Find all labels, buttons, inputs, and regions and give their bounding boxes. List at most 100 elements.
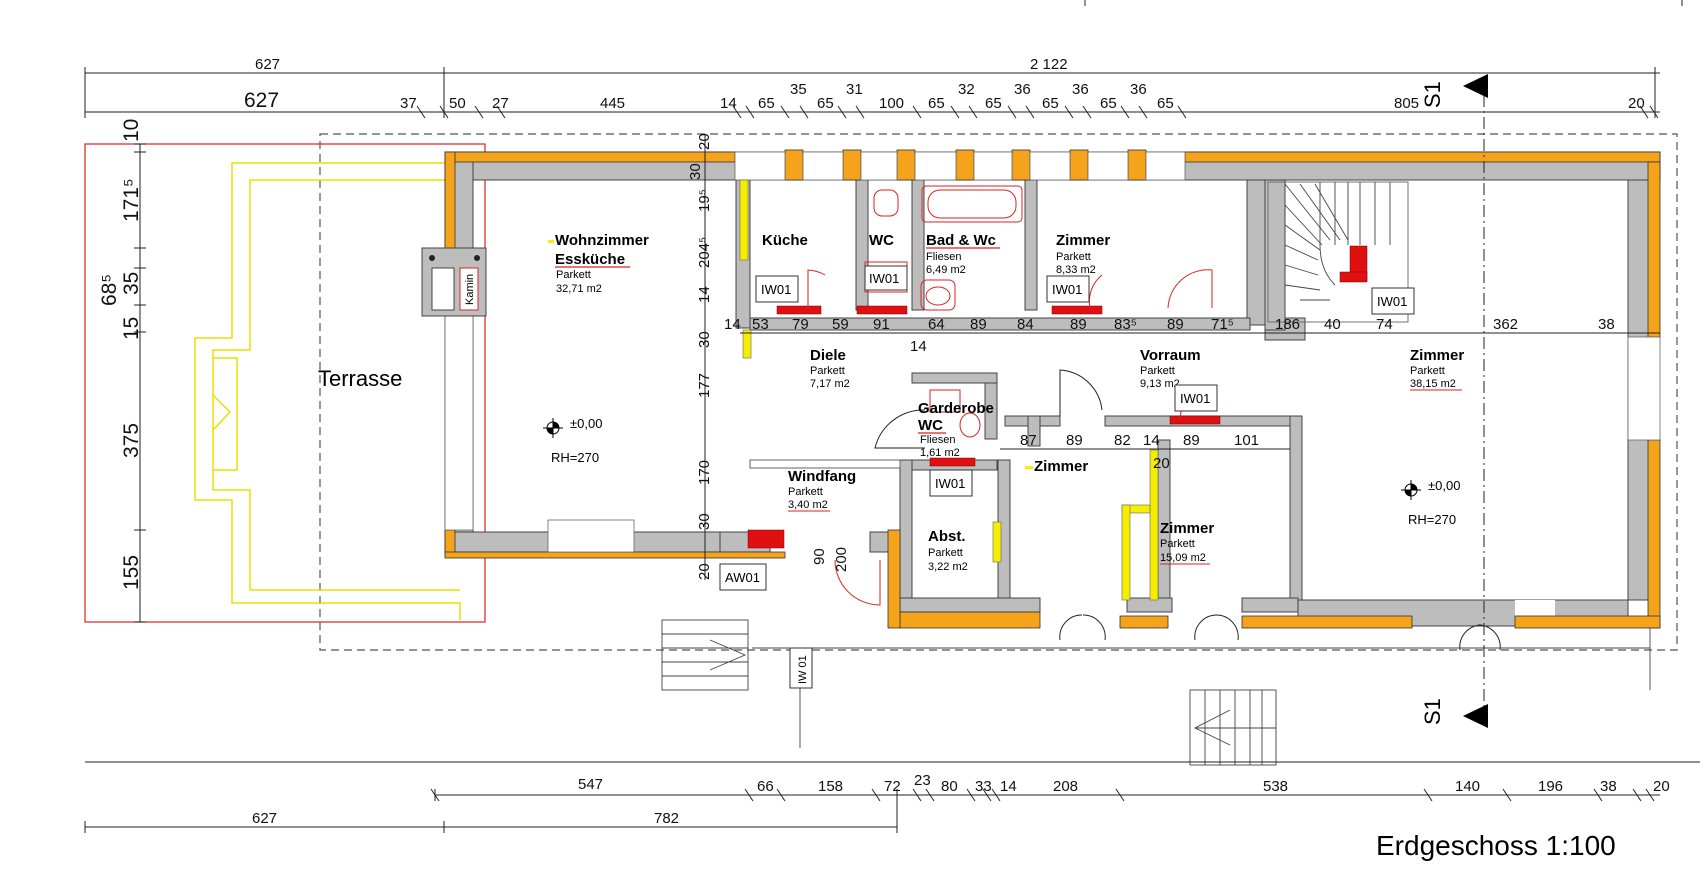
dim-bottom-row1: 140	[1455, 778, 1480, 795]
dim-left: 15	[120, 317, 143, 340]
dim-top-row2: 65	[1157, 95, 1174, 112]
windows-north	[444, 151, 1661, 553]
room-area: 3,40 m2	[788, 499, 828, 511]
dim-mid-row1: 53	[752, 316, 769, 333]
room-name: Garderobe	[918, 400, 994, 417]
dim-mid-row2: 89	[1066, 432, 1083, 449]
wall-tag: IW01	[929, 469, 973, 497]
room-wc: WC	[869, 232, 894, 249]
level-right: ±0,00	[1428, 478, 1460, 493]
dimension-ticks	[84, 67, 1656, 833]
dim-top-row2: 20	[1628, 95, 1645, 112]
dim-mid-row1: 64	[928, 316, 945, 333]
dim-mid-row1: 89	[1070, 316, 1087, 333]
dim-bottom-row1: 196	[1538, 778, 1563, 795]
dim-top-row2: 32	[958, 81, 975, 98]
wall-tag-label: IW01	[1052, 282, 1082, 297]
section-line: S1 S1	[1420, 74, 1488, 728]
terrace-yellow-lines	[194, 162, 461, 620]
room-vorraum: Vorraum Parkett 9,13 m2	[1140, 347, 1201, 390]
dim-mid-row1: 74	[1376, 316, 1393, 333]
level-marker-left: ±0,00 RH=270	[543, 416, 602, 465]
dim-left: 155	[120, 555, 143, 590]
dim-top-row2: 65	[985, 95, 1002, 112]
room-zimmer-mid: Zimmer	[1025, 458, 1088, 475]
dim-top-row2: 35	[790, 81, 807, 98]
dim-left: 68⁵	[98, 274, 121, 306]
wall-tag-label: IW 01	[797, 655, 809, 684]
dim-top-row2: 36	[1130, 81, 1147, 98]
room-area: 1,61 m2	[920, 447, 960, 459]
dim-bottom-row1: 20	[1653, 778, 1670, 795]
dim-inner-vertical: 20	[696, 563, 713, 580]
dim-left: 35	[120, 272, 143, 295]
room-name: Wohnzimmer	[555, 232, 649, 249]
dim-top-row2: 805	[1394, 95, 1419, 112]
dim-bottom-row1: 23	[914, 772, 931, 789]
room-bad: Bad & Wc Fliesen 6,49 m2	[926, 232, 1000, 276]
room-floor: Parkett	[1140, 365, 1175, 377]
fireplace: Kamin	[421, 247, 487, 317]
wall-tag-label: IW01	[935, 476, 965, 491]
room-abst: Abst. Parkett 3,22 m2	[928, 528, 968, 573]
wall-tag-label: IW01	[869, 271, 899, 286]
dim-bottom-row1: 538	[1263, 778, 1288, 795]
dim-bottom-row1: 158	[818, 778, 843, 795]
dim-top-row2: 14	[720, 95, 737, 112]
dim-bottom-row1: 66	[757, 778, 774, 795]
dim-top-row2: 627	[244, 89, 279, 112]
dim-mid-row1: 89	[1167, 316, 1184, 333]
room-name: Küche	[762, 232, 808, 249]
wall-tag: IW01	[1046, 275, 1090, 303]
room-area: 6,49 m2	[926, 264, 966, 276]
property-outline	[319, 133, 1678, 651]
level-left: ±0,00	[570, 416, 602, 431]
room-wohnzimmer: Wohnzimmer Essküche Parkett 32,71 m2	[548, 232, 649, 295]
dim-inner-vertical: 19⁵	[696, 189, 713, 212]
dimension-lines	[85, 72, 1660, 828]
bottom-row1-ticks	[430, 788, 1655, 802]
dim-door-width: 90	[811, 548, 828, 565]
dim-mid-row1: 79	[792, 316, 809, 333]
room-name: Zimmer	[1034, 458, 1088, 475]
dim-mid-row1: 71⁵	[1211, 316, 1234, 333]
room-floor: Parkett	[810, 365, 845, 377]
dim-top-row2: 27	[492, 95, 509, 112]
dim-mid-row2: 89	[1183, 432, 1200, 449]
dim-inner-vertical: 14	[696, 286, 713, 303]
dim-bottom-row2: 627	[252, 810, 277, 827]
room-kueche: Küche	[762, 232, 808, 249]
room-name: Zimmer	[1056, 232, 1110, 249]
dim-bottom-row1: 38	[1600, 778, 1617, 795]
dim-bottom-row1: 80	[941, 778, 958, 795]
dim-mid-row1: 40	[1324, 316, 1341, 333]
dim-bottom-row1: 33	[975, 778, 992, 795]
wall-tag: IW01	[1174, 384, 1218, 412]
dim-top-row2: 50	[449, 95, 466, 112]
dim-left: 171⁵	[120, 178, 143, 222]
room-diele: Diele Parkett 7,17 m2	[810, 347, 850, 390]
room-name: WC	[869, 232, 894, 249]
wall-tag: IW01	[864, 265, 908, 291]
dim-inner-vertical: 20	[696, 133, 713, 150]
dim-top-row2: 36	[1072, 81, 1089, 98]
wall-tag-label: IW01	[1180, 391, 1210, 406]
dim-mid-row1: 14	[724, 316, 741, 333]
room-floor: Parkett	[788, 486, 823, 498]
dim-mid-row1: 38	[1598, 316, 1615, 333]
wall-tag-label: AW01	[725, 570, 760, 585]
dim-mid-row2: 82	[1114, 432, 1131, 449]
room-name: Windfang	[788, 468, 856, 485]
room-name: Vorraum	[1140, 347, 1201, 364]
room-floor: Parkett	[556, 269, 591, 281]
room-area: 7,17 m2	[810, 378, 850, 390]
dim-mid-row1: 186	[1275, 316, 1300, 333]
dim-inner-vertical: 177	[696, 373, 713, 398]
plan-title: Erdgeschoss 1:100	[1376, 830, 1616, 861]
kitchen-counters	[739, 179, 1159, 601]
dim-top-row2: 36	[1014, 81, 1031, 98]
section-mark-bottom: S1	[1420, 698, 1445, 725]
dim-left: 10	[120, 119, 143, 142]
dim-mid-row1: 83⁵	[1114, 316, 1137, 333]
wall-tag-label: IW01	[1377, 294, 1407, 309]
